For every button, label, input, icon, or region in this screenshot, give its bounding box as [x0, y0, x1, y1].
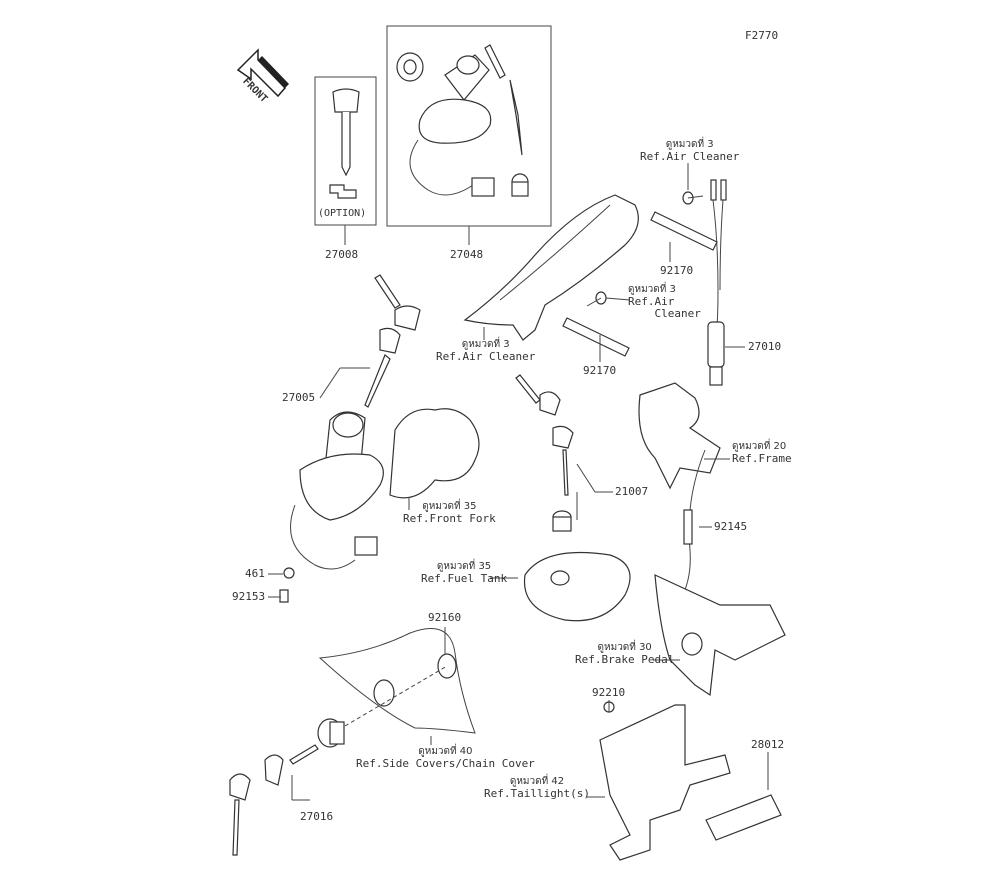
- washer-icon: [283, 567, 295, 579]
- ref-english-label: Ref.Front Fork: [403, 512, 496, 525]
- ref-air-cleaner-left[interactable]: ดูหมวดที่ 3 Ref.Air Cleaner: [436, 339, 535, 363]
- part-number-92145[interactable]: 92145: [714, 520, 748, 533]
- keys-21007-icon: [515, 374, 574, 496]
- ref-fuel-tank[interactable]: ดูหมวดที่ 35 Ref.Fuel Tank: [421, 561, 507, 585]
- part-number-27005[interactable]: 27005: [282, 391, 316, 404]
- spring-icon: [679, 449, 706, 601]
- ref-english-label: Ref.Air Cleaner: [628, 295, 701, 320]
- part-number-21007[interactable]: 21007: [615, 485, 649, 498]
- part-number-27010[interactable]: 27010: [748, 340, 782, 353]
- part-number-27048[interactable]: 27048: [450, 248, 484, 261]
- key-blank-icon: [329, 88, 360, 199]
- ref-side-covers[interactable]: ดูหมวดที่ 40 Ref.Side Covers/Chain Cover: [356, 746, 535, 770]
- air-cleaner-cover-icon: [463, 194, 639, 341]
- ref-thai-label: ดูหมวดที่ 3: [628, 284, 676, 295]
- part-number-92170-b[interactable]: 92170: [583, 364, 617, 377]
- ref-english-label: Ref.Taillight(s): [484, 787, 590, 800]
- seat-lock-27016-icon: [229, 718, 345, 856]
- ref-english-label: Ref.Air Cleaner: [436, 350, 536, 363]
- option-label: (OPTION): [318, 208, 367, 219]
- ref-english-label: Ref.Brake Pedal: [575, 653, 675, 666]
- frame-bracket-icon: [638, 382, 721, 490]
- ref-english-label: Ref.Air Cleaner: [640, 150, 740, 163]
- brake-pedal-icon: [654, 574, 786, 697]
- front-arrow-icon: [236, 48, 289, 98]
- ref-front-fork[interactable]: ดูหมวดที่ 35 Ref.Front Fork: [403, 501, 496, 525]
- ref-air-cleaner-right[interactable]: ดูหมวดที่ 3 Ref.Air Cleaner: [628, 284, 701, 320]
- figure-code: F2770: [745, 29, 779, 42]
- part-number-92153[interactable]: 92153: [232, 590, 266, 603]
- ignition-switch-27005-icon: [290, 411, 384, 570]
- bracket-strip-icon: [562, 211, 718, 357]
- grommet-icon: [437, 653, 457, 679]
- ref-thai-label: ดูหมวดที่ 3: [461, 339, 510, 350]
- part-number-92210[interactable]: 92210: [592, 686, 626, 699]
- ref-english-label: Ref.Fuel Tank: [421, 572, 508, 585]
- keys-27005-icon: [364, 274, 421, 408]
- part-number-27016[interactable]: 27016: [300, 810, 334, 823]
- ignition-switch-icon: [396, 44, 529, 197]
- part-number-461[interactable]: 461: [245, 567, 265, 580]
- side-cover-icon: [318, 628, 476, 734]
- ref-air-cleaner-top[interactable]: ดูหมวดที่ 3 Ref.Air Cleaner: [640, 139, 739, 163]
- ref-thai-label: ดูหมวดที่ 40: [418, 746, 473, 757]
- reflector-icon: [705, 794, 782, 841]
- ref-taillight[interactable]: ดูหมวดที่ 42 Ref.Taillight(s): [484, 776, 590, 800]
- front-fork-bracket-icon: [389, 408, 480, 499]
- ref-thai-label: ดูหมวดที่ 35: [422, 501, 477, 512]
- part-number-27008[interactable]: 27008: [325, 248, 359, 261]
- ref-english-label: Ref.Side Covers/Chain Cover: [356, 757, 535, 770]
- ref-thai-label: ดูหมวดที่ 42: [509, 776, 565, 787]
- ref-thai-label: ดูหมวดที่ 30: [597, 642, 652, 653]
- ref-frame[interactable]: ดูหมวดที่ 20 Ref.Frame: [732, 441, 792, 465]
- sensor-cable-icon: [707, 179, 727, 386]
- ref-thai-label: ดูหมวดที่ 35: [436, 561, 492, 572]
- bolt-icon: [279, 589, 289, 603]
- fuel-tank-cap-icon: [523, 551, 631, 622]
- part-number-92160[interactable]: 92160: [428, 611, 462, 624]
- ref-thai-label: ดูหมวดที่ 20: [732, 441, 787, 452]
- lock-cylinder-icon: [552, 510, 572, 532]
- part-number-92170-a[interactable]: 92170: [660, 264, 694, 277]
- screw-icon: [586, 191, 704, 307]
- ref-brake-pedal[interactable]: ดูหมวดที่ 30 Ref.Brake Pedal: [575, 642, 674, 666]
- part-number-28012[interactable]: 28012: [751, 738, 785, 751]
- taillight-bracket-icon: [599, 704, 731, 861]
- ref-thai-label: ดูหมวดที่ 3: [665, 139, 714, 150]
- ref-english-label: Ref.Frame: [732, 452, 792, 465]
